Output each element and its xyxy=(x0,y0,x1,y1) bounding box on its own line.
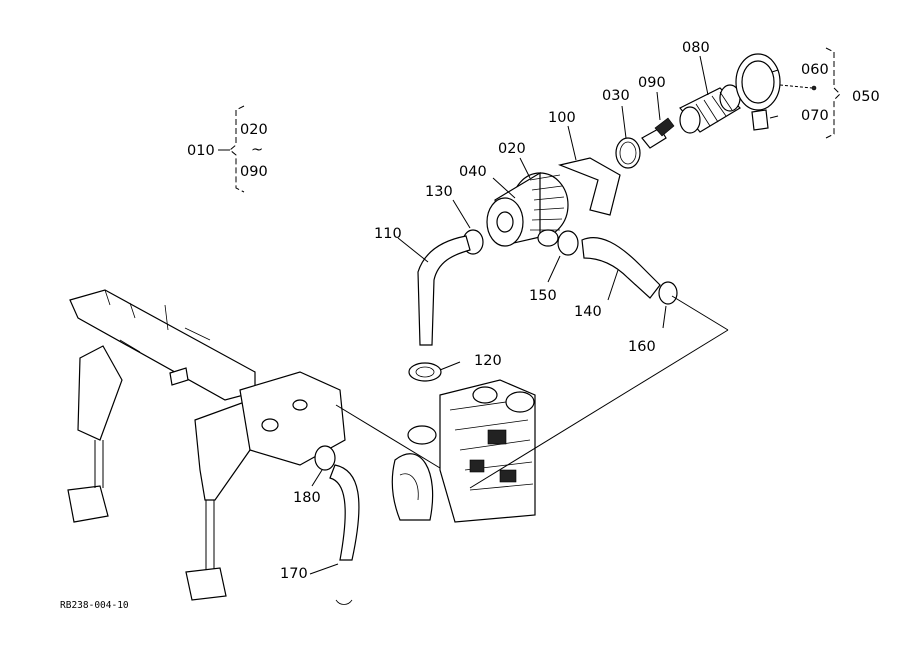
leader-lines xyxy=(309,55,779,575)
callout-040: 040 xyxy=(459,164,487,180)
callout-120: 120 xyxy=(474,353,502,369)
subassembly-bracket-shape xyxy=(825,47,841,139)
callout-160: 160 xyxy=(628,339,656,355)
group-to-label: 090 xyxy=(240,164,268,180)
clamp-180 xyxy=(314,445,336,471)
tractor-frame xyxy=(67,289,346,601)
hose-110 xyxy=(417,235,471,346)
callout-060: 060 xyxy=(801,62,829,78)
callout-130: 130 xyxy=(425,184,453,200)
hose-170 xyxy=(329,464,360,561)
subassembly-bracket: 050 060 070 xyxy=(801,47,880,139)
subassembly-number-label: 050 xyxy=(852,89,880,105)
callout-110: 110 xyxy=(374,226,402,242)
callout-150: 150 xyxy=(529,288,557,304)
engine-block xyxy=(391,379,536,523)
callout-170: 170 xyxy=(280,566,308,582)
callout-140: 140 xyxy=(574,304,602,320)
callout-070: 070 xyxy=(801,108,829,124)
group-number-label: 010 xyxy=(187,143,215,159)
lower-hoses xyxy=(314,445,360,605)
group-from-label: 020 xyxy=(240,122,268,138)
drawing-code: RB238-004-10 xyxy=(60,600,129,611)
valve-070 xyxy=(751,109,769,131)
callout-100: 100 xyxy=(548,110,576,126)
clamp-160 xyxy=(658,281,678,305)
callout-080: 080 xyxy=(682,40,710,56)
callout-180: 180 xyxy=(293,490,321,506)
air-cleaner-assembly xyxy=(408,53,817,382)
callout-020: 020 xyxy=(498,141,526,157)
callout-090: 090 xyxy=(638,75,666,91)
clamp-120 xyxy=(408,362,442,382)
callout-030: 030 xyxy=(602,88,630,104)
group-range-bracket: 010 020 ~ 090 xyxy=(187,105,268,193)
callout-labels: 020 040 030 090 080 100 110 120 130 140 … xyxy=(280,40,710,582)
air-cleaner-band xyxy=(557,157,621,216)
group-bracket xyxy=(229,105,245,193)
group-tilde: ~ xyxy=(251,142,263,158)
hose-140 xyxy=(581,237,661,299)
